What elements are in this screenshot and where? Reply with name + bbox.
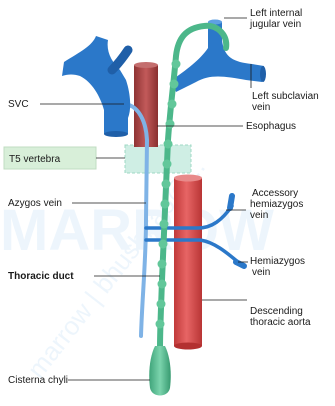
label-cisterna-chyli: Cisterna chyli	[8, 375, 68, 386]
label-esophagus: Esophagus	[246, 121, 296, 132]
label-t5-vertebra: T5 vertebra	[9, 154, 61, 165]
label-left-subclavian-vein: Left subclavian vein	[252, 91, 322, 113]
svc	[62, 36, 130, 137]
label-svc: SVC	[8, 99, 29, 110]
label-descending-thoracic-aorta: Descending thoracic aorta	[250, 306, 311, 328]
label-hemiazygos-vein: Hemiazygos vein	[250, 256, 308, 278]
descending-aorta	[174, 175, 202, 350]
watermark: MARROW marrow | bhushirao@...	[0, 152, 274, 383]
label-thoracic-duct: Thoracic duct	[8, 271, 74, 282]
label-accessory-hemiazygos-vein: Accessory hemiazygos vein	[250, 188, 306, 221]
label-azygos-vein: Azygos vein	[8, 198, 62, 209]
hemiazygos-vein	[236, 262, 244, 266]
label-left-internal-jugular-vein: Left internal jugular vein	[249, 8, 305, 30]
t5-vertebra-box	[125, 145, 191, 173]
cisterna-chyli	[149, 346, 171, 396]
accessory-hemiazygos-vein	[230, 196, 232, 208]
